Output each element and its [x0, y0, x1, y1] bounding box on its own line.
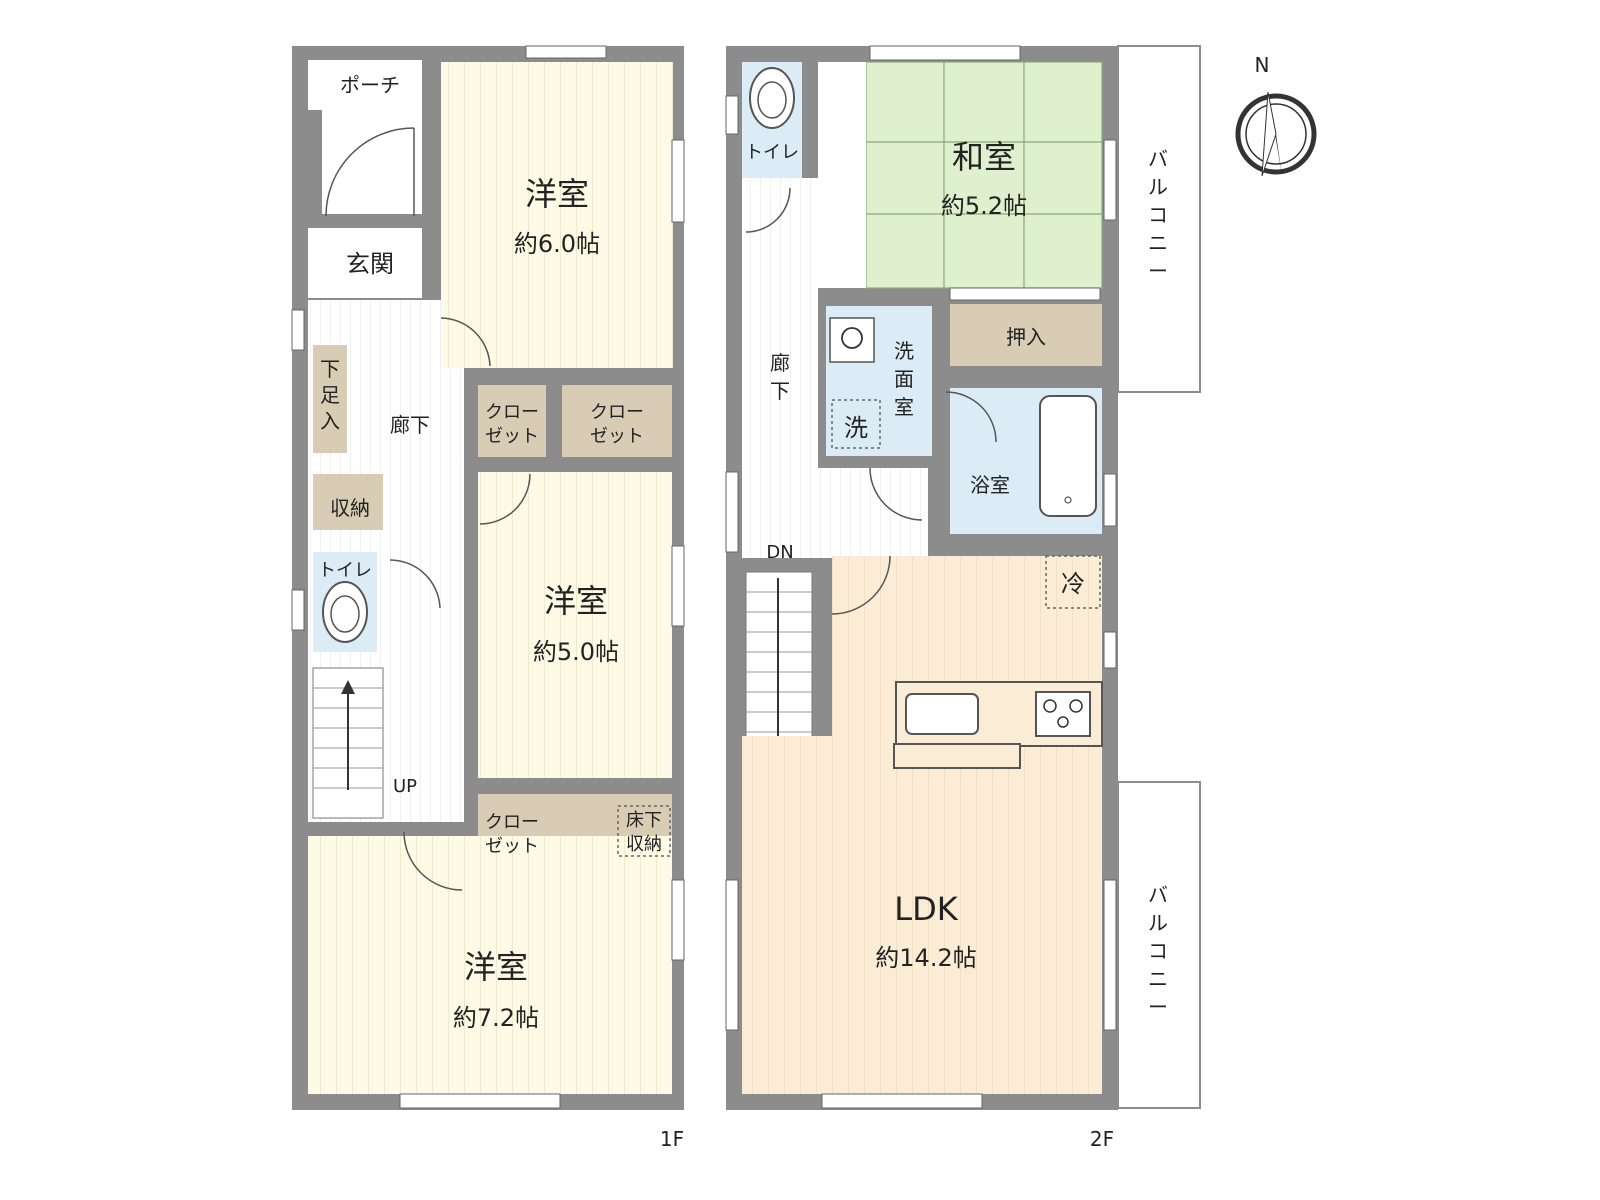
washitsu-name: 和室: [952, 138, 1016, 176]
svg-text:バ: バ: [1148, 147, 1168, 171]
washroom-label-3: 室: [894, 395, 914, 419]
svg-text:コ: コ: [1148, 939, 1168, 963]
sink-icon: [841, 327, 863, 349]
closet-b-line2: ゼット: [590, 426, 644, 447]
floor2-hallway-area: [742, 178, 818, 558]
genkan-area: [308, 228, 422, 298]
room-south-area: [308, 836, 672, 1094]
closet-c-line2: ゼット: [485, 836, 539, 857]
washer-label: 洗: [844, 414, 868, 442]
getabako-label-3: 入: [320, 409, 340, 433]
floor2-toilet-label: トイレ: [745, 142, 799, 163]
stove-icon: [1035, 691, 1091, 737]
room-south-size: 約7.2帖: [453, 1004, 539, 1032]
closet-c-line1: クロー: [485, 812, 539, 833]
floor1-doors: [325, 127, 531, 891]
svg-text:ニ: ニ: [1148, 231, 1168, 255]
getabako-area: [313, 345, 347, 453]
floor1-label: 1F: [660, 1127, 684, 1151]
dn-label: DN: [766, 542, 793, 563]
storage-area: [313, 474, 383, 530]
closet-a-line1: クロー: [485, 402, 539, 423]
storage-label: 収納: [330, 496, 370, 520]
floor1-toilet-label: トイレ: [318, 560, 372, 581]
genkan-label: 玄関: [346, 250, 394, 278]
underfloor-line1: 床下: [626, 810, 662, 831]
porch-area: [308, 60, 422, 110]
svg-text:ー: ー: [1148, 995, 1168, 1019]
porch-entry: [322, 110, 422, 214]
room-north-name: 洋室: [525, 175, 589, 213]
fridge-label: 冷: [1061, 570, 1085, 598]
ldk-name: LDK: [894, 890, 958, 928]
bathtub: [1039, 395, 1097, 517]
compass-icon: N: [1235, 53, 1317, 177]
balcony-bottom-label: バ ル コ ニ ー: [1148, 883, 1168, 1019]
up-label: UP: [393, 776, 417, 797]
svg-text:バ: バ: [1148, 883, 1168, 907]
closet-a-area: [478, 385, 546, 457]
room-middle-name: 洋室: [544, 582, 608, 620]
ldk-area-lower: [742, 736, 1102, 1094]
room-south-name: 洋室: [464, 948, 528, 986]
room-north-area: [441, 62, 673, 368]
getabako-label-2: 足: [320, 383, 340, 407]
ldk-size: 約14.2帖: [875, 944, 976, 972]
getabako-label-1: 下: [320, 357, 340, 381]
washroom-label-2: 面: [894, 367, 914, 391]
oshiire-label: 押入: [1006, 325, 1046, 349]
floor-1: ポーチ 玄関 洋室 約6.0帖 廊下 クロー ゼット クロー ゼット 収納 トイ…: [291, 45, 685, 1151]
floor-2: トイレ 和室 約5.2帖 押入 洗 浴室 DN 冷 LDK 約14.2帖 2F: [725, 45, 1201, 1151]
closet-b-line1: クロー: [590, 402, 644, 423]
svg-text:コ: コ: [1148, 203, 1168, 227]
room-north-size: 約6.0帖: [514, 230, 600, 258]
oshiire-area: [950, 304, 1102, 366]
washroom-label-1: 洗: [894, 339, 914, 363]
washitsu-area: [866, 62, 1102, 288]
svg-text:ニ: ニ: [1148, 967, 1168, 991]
compass-label: N: [1255, 53, 1270, 77]
room-middle-size: 約5.0帖: [533, 638, 619, 666]
floor2-hallway-lower: [818, 468, 928, 558]
washitsu-engawa: [818, 62, 866, 288]
svg-text:ー: ー: [1148, 259, 1168, 283]
floor2-hallway-label-2: 下: [770, 379, 790, 403]
kitchen-sink: [905, 693, 979, 735]
svg-text:ル: ル: [1148, 911, 1168, 935]
balcony-bottom-area: [1117, 781, 1201, 1109]
svg-text:ル: ル: [1148, 175, 1168, 199]
floor2-hallway-label-1: 廊: [770, 351, 790, 375]
closet-b-area: [562, 385, 672, 457]
floor1-windows: [291, 45, 685, 1109]
floor2-windows: [725, 45, 1117, 1109]
balcony-top-label: バ ル コ ニ ー: [1148, 147, 1168, 283]
porch-label: ポーチ: [340, 73, 400, 97]
floor1-hallway-label: 廊下: [390, 413, 430, 437]
room-middle-area: [478, 472, 672, 778]
floor2-label: 2F: [1090, 1127, 1114, 1151]
bath-label: 浴室: [970, 473, 1010, 497]
underfloor-line2: 収納: [626, 834, 662, 855]
washitsu-size: 約5.2帖: [941, 192, 1027, 220]
floor2-doors: [745, 187, 997, 615]
ldk-area-mid: [832, 556, 894, 736]
kitchen-bar: [893, 743, 1021, 769]
floor1-toilet-bowl: [322, 581, 368, 643]
closet-a-line2: ゼット: [485, 426, 539, 447]
balcony-top-area: [1117, 45, 1201, 393]
